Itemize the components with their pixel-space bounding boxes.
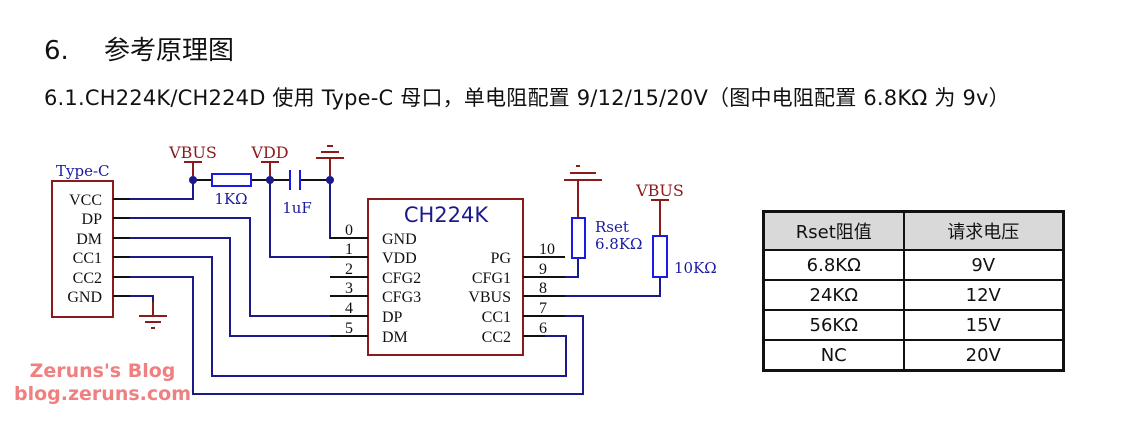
cell-rset: 56KΩ [762,309,905,341]
table-row: NC 20V [762,339,1065,372]
chip-pin-number: 0 [345,222,353,239]
chip-pin-number: 2 [345,261,353,278]
watermark-line1: Zeruns's Blog [29,360,176,382]
wire-dm [130,237,345,337]
schematic-diagram: Type-C VCC DP DM CC1 CC2 GND VBUS VDD VB… [51,143,717,395]
table-row: 56KΩ 15V [762,309,1065,341]
wire-vcc [130,180,194,200]
column-header: Rset阻值 [762,210,905,251]
wire-vdd [269,180,345,258]
typec-pin-gnd: GND [67,289,102,306]
section-heading: 6. 参考原理图 [44,30,234,67]
chip-pin-name: CC2 [482,329,511,346]
chip-pin-name: VDD [382,250,417,267]
wire-cc1-to-chip-cc2 [130,256,567,377]
subsection-heading: 6.1.CH224K/CH224D 使用 Type-C 母口，单电阻配置 9/1… [44,86,1010,110]
wire-cfg1-rset [545,258,579,278]
net-label-vdd: VDD [250,143,288,162]
typec-pin-dp: DP [82,211,103,228]
cell-rset: 24KΩ [762,279,905,311]
typec-pin-cc1: CC1 [73,250,102,267]
wire-cc2-to-chip-cc1 [130,276,584,395]
resistor-rset [571,217,586,259]
typec-title: Type-C [56,162,110,180]
cell-rset: NC [762,339,905,372]
wire-dp [130,217,345,317]
cell-voltage: 20V [902,339,1065,372]
chip-title: CH224K [404,203,490,227]
watermark: Zeruns's Blog blog.zeruns.com [14,360,191,406]
chip-pin-number: 4 [345,300,353,317]
chip-pin-name: PG [491,250,512,267]
chip-pin-number: 6 [539,320,547,337]
chip-pin-number: 5 [345,320,353,337]
net-label-vbus: VBUS [168,143,217,162]
chip-pin-name: CFG1 [472,270,511,287]
chip-pin-name: VBUS [468,289,511,306]
typec-pin-dm: DM [76,231,102,248]
cell-rset: 6.8KΩ [762,249,905,281]
column-header: 请求电压 [902,210,1065,251]
chip-pin-name: CFG3 [382,289,421,306]
chip-pin-number: 1 [345,241,353,258]
typec-pin-cc2: CC2 [73,270,102,287]
typec-pin-vcc: VCC [69,192,102,209]
junction-dot [326,176,334,184]
section-title: 参考原理图 [104,36,235,66]
chip-pin-name: DP [382,309,403,326]
junction-dot [266,176,274,184]
wires [130,180,661,395]
resistor-1k [211,173,252,187]
wire-gnd [130,295,154,302]
junction-dot [189,176,197,184]
chip-pin-name: DM [382,329,408,346]
rset-name: Rset [595,218,629,236]
resistor-10k [652,235,668,278]
chip-pin-number: 8 [539,280,547,297]
rset-value: 6.8KΩ [595,235,643,253]
typec-connector-box [51,180,114,318]
wire-vbus-pullup [545,277,661,297]
section-number: 6. [44,36,69,66]
wire-gnd-chip [329,180,345,239]
pullup-value: 10KΩ [674,259,717,277]
watermark-line2: blog.zeruns.com [14,383,191,405]
chip-pin-number: 7 [539,300,547,317]
table-row: 24KΩ 12V [762,279,1065,311]
capacitor-value: 1uF [282,199,312,217]
chip-pin-name: CFG2 [382,270,421,287]
cell-voltage: 15V [902,309,1065,341]
cell-voltage: 12V [902,279,1065,311]
cell-voltage: 9V [902,249,1065,281]
table-header-row: Rset阻值 请求电压 [762,210,1065,251]
chip-pin-name: CC1 [482,309,511,326]
capacitor-1uf [289,170,301,190]
chip-pin-name: GND [382,231,417,248]
chip-pin-number: 3 [345,280,353,297]
net-label-vbus-right: VBUS [635,181,684,200]
chip-pin-number: 10 [539,241,555,258]
rset-voltage-table: Rset阻值 请求电压 6.8KΩ 9V 24KΩ 12V 56KΩ 15V N… [762,210,1065,372]
chip-pin-number: 9 [539,261,547,278]
resistor-1k-value: 1KΩ [214,190,247,208]
table-row: 6.8KΩ 9V [762,249,1065,281]
